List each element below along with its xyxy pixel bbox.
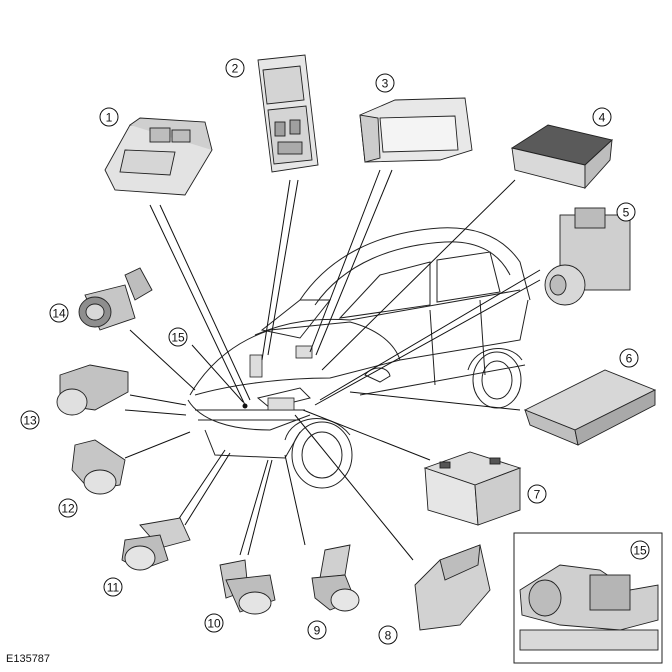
callout-1: 1: [99, 107, 119, 127]
svg-text:2: 2: [232, 62, 239, 76]
callout-7: 7: [527, 484, 547, 504]
callout-3: 3: [375, 73, 395, 93]
callout-8: 8: [378, 625, 398, 645]
component-14-sensor: [78, 267, 153, 331]
component-1-module: [104, 117, 213, 196]
svg-text:12: 12: [61, 502, 75, 516]
callout-2: 2: [225, 58, 245, 78]
callout-4: 4: [592, 107, 612, 127]
svg-text:15: 15: [171, 331, 185, 345]
figure-id-label: E135787: [6, 653, 51, 665]
svg-text:13: 13: [23, 414, 37, 428]
component-11-sensor: [121, 517, 191, 571]
svg-text:8: 8: [385, 629, 392, 643]
svg-text:11: 11: [107, 581, 120, 595]
vehicle-outline: [187, 227, 531, 489]
component-5-abs-unit: [544, 207, 631, 306]
callout-5: 5: [616, 202, 636, 222]
svg-text:5: 5: [623, 206, 630, 220]
svg-text:15: 15: [633, 544, 647, 558]
callout-11: 11: [103, 577, 123, 597]
callout-9: 9: [307, 620, 327, 640]
callout-15: 15: [168, 327, 188, 347]
component-8-housing: [414, 544, 491, 631]
callout-6: 6: [619, 348, 639, 368]
component-7-battery: [423, 451, 522, 526]
component-9-sensor: [311, 544, 360, 612]
callout-10: 10: [204, 613, 224, 633]
svg-text:1: 1: [106, 111, 113, 125]
callout-12: 12: [58, 498, 78, 518]
svg-text:4: 4: [599, 111, 606, 125]
svg-text:10: 10: [207, 617, 221, 631]
component-10-sensor: [219, 559, 276, 615]
component-2-fuse-box: [257, 54, 319, 173]
callout-13: 13: [20, 410, 40, 430]
component-13-sensor: [56, 364, 129, 416]
svg-text:9: 9: [314, 624, 321, 638]
callout-15-inset: 15: [630, 540, 650, 560]
callouts: 1 2 3 4 5 6 7 8: [20, 58, 650, 645]
component-4-control-module: [510, 124, 613, 190]
svg-text:7: 7: [534, 488, 541, 502]
leader-lines: [124, 169, 541, 561]
component-12-sensor: [71, 439, 126, 495]
svg-text:14: 14: [52, 307, 66, 321]
svg-text:3: 3: [382, 77, 389, 91]
callout-14: 14: [49, 303, 69, 323]
component-3-flat-module: [359, 97, 473, 163]
svg-text:6: 6: [626, 352, 633, 366]
component-6-ecu: [523, 369, 657, 446]
